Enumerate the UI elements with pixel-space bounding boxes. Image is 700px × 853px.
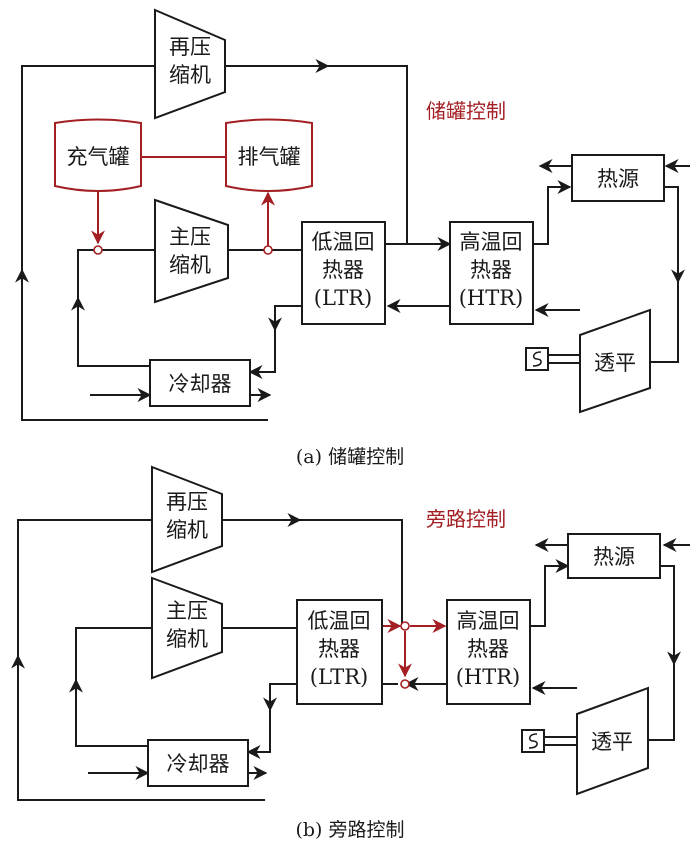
a-main-compressor — [154, 198, 229, 304]
a-cooler — [149, 359, 251, 407]
a-recomp-out — [225, 65, 408, 244]
b-turbine — [576, 686, 649, 796]
b-caption: (b) 旁路控制 — [295, 819, 404, 841]
a-ltr-label-3: (LTR) — [314, 286, 372, 310]
b-ltr-cooler — [246, 683, 297, 759]
a-charge-tank — [54, 118, 142, 192]
a-htr-heat — [533, 180, 572, 245]
a-ltr-cooler — [248, 305, 302, 379]
b-main-compressor-label-2: 缩机 — [166, 627, 208, 651]
a-htr-label-3: (HTR) — [459, 286, 524, 310]
b-heat-source-label: 热源 — [593, 545, 635, 569]
b-turbine-label: 透平 — [591, 730, 633, 754]
a-main-inlet — [77, 249, 155, 367]
b-bypass-node-bottom — [400, 679, 410, 689]
a-charge-node — [93, 245, 103, 255]
b-recompressor — [151, 465, 223, 574]
a-generator-sine — [532, 351, 542, 367]
b-main-compressor-label-1: 主压 — [166, 599, 208, 623]
b-ltr-label-1: 低温回 — [308, 609, 371, 633]
b-htr-label-3: (HTR) — [456, 665, 521, 689]
a-main-compressor-label-1: 主压 — [169, 225, 211, 249]
a-recompressor-label-1: 再压 — [169, 35, 211, 59]
a-ltr — [301, 221, 386, 325]
b-ltr-label-3: (LTR) — [310, 665, 368, 689]
a-discharge-tank-label: 排气罐 — [238, 145, 301, 169]
b-ltr — [296, 599, 383, 705]
a-caption: (a) 储罐控制 — [296, 446, 404, 468]
a-discharge-tank — [225, 118, 313, 192]
b-cooler — [147, 739, 249, 787]
a-recompressor — [154, 8, 226, 120]
b-heat-source — [567, 533, 661, 579]
b-ltr-label-2: 热器 — [318, 637, 360, 661]
a-ltr-label-2: 热器 — [322, 258, 364, 282]
a-charge-tank-label: 充气罐 — [67, 145, 130, 169]
a-heat-source-label: 热源 — [597, 167, 639, 191]
a-recirc-line — [21, 65, 268, 421]
a-turbine — [579, 308, 651, 414]
b-cooler-label: 冷却器 — [167, 752, 230, 776]
b-htr-label-2: 热器 — [467, 637, 509, 661]
a-control-label: 储罐控制 — [426, 99, 506, 123]
a-heat-source — [571, 154, 665, 202]
b-recompressor-label-2: 缩机 — [166, 518, 208, 542]
b-shaft — [543, 736, 578, 746]
b-generator-sine — [528, 733, 538, 749]
a-htr-label-2: 热器 — [470, 258, 512, 282]
b-main-compressor — [151, 576, 223, 680]
b-htr — [446, 599, 531, 705]
a-ltr-label-1: 低温回 — [312, 230, 375, 254]
b-htr-heat — [530, 559, 570, 627]
a-turbine-label: 透平 — [594, 351, 636, 375]
a-htr — [449, 221, 534, 325]
a-shaft — [547, 354, 581, 364]
b-control-label: 旁路控制 — [426, 507, 506, 531]
a-htr-label-1: 高温回 — [460, 230, 523, 254]
diagram-b: 再压 缩机 主压 缩机 低温回 热器 (LTR) 高温回 热器 (HTR) 热源… — [11, 465, 690, 841]
a-main-compressor-label-2: 缩机 — [169, 253, 211, 277]
b-bypass-node-top — [400, 621, 410, 631]
diagram-a: 充气罐 排气罐 再压 缩机 主压 缩机 低温回 热器 (LTR) 高温回 热器 … — [15, 8, 690, 468]
a-recompressor-label-2: 缩机 — [169, 63, 211, 87]
a-heat-turbine — [650, 186, 679, 363]
b-heat-turbine — [648, 565, 675, 741]
a-cooler-label: 冷却器 — [169, 372, 232, 396]
a-discharge-node — [263, 245, 273, 255]
b-htr-label-1: 高温回 — [457, 609, 520, 633]
b-recompressor-label-1: 再压 — [166, 490, 208, 514]
b-main-inlet — [75, 627, 152, 747]
